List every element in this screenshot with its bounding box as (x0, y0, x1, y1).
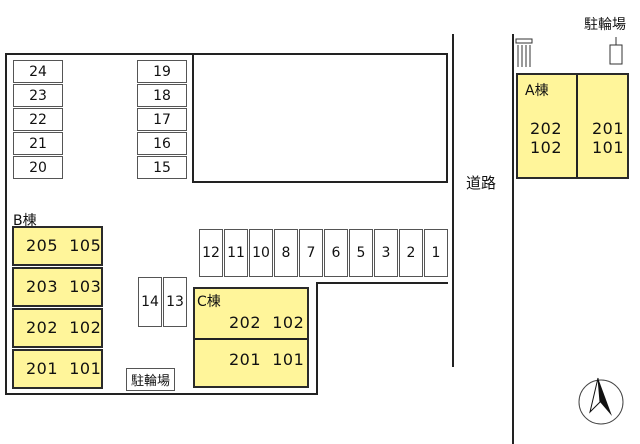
bike-parking-top-label: 駐輪場 (584, 17, 626, 33)
building-a-unit-right: 201 (592, 119, 625, 138)
building-b-floor-block: 201 101 (12, 349, 103, 389)
unit-number: 202 (229, 313, 262, 332)
building-b-unit-row: 201 101 (26, 359, 102, 378)
building-b-floor-block: 205 105 (12, 226, 103, 266)
road-line-west (452, 34, 454, 367)
parking-slot: 12 (199, 229, 223, 277)
unit-number: 102 (272, 313, 305, 332)
parking-slot: 13 (163, 277, 187, 327)
bike-rack-icon (515, 37, 533, 69)
road-label: 道路 (466, 174, 497, 192)
building-b-label: B棟 (13, 213, 37, 229)
building-a: A棟 202 102 201 101 (516, 73, 629, 179)
bike-parking-top-icon (609, 37, 623, 65)
building-b-floor-block: 202 102 (12, 308, 103, 348)
bike-parking-label: 駐輪場 (126, 368, 176, 391)
building-c-unit-row: 202 102 (229, 313, 304, 332)
parking-slot: 23 (13, 84, 63, 107)
parking-slot: 21 (13, 132, 63, 155)
lot-border-top (5, 53, 448, 55)
north-arrow-icon (576, 372, 626, 428)
parking-slot: 22 (13, 108, 63, 131)
building-c-label: C棟 (197, 294, 221, 310)
parking-slot: 1 (424, 229, 448, 277)
parking-slot: 7 (299, 229, 323, 277)
building-a-divider (576, 75, 578, 177)
building-a-unit-left: 102 (530, 138, 563, 157)
building-a-unit-left: 202 (530, 119, 563, 138)
parking-slot: 10 (249, 229, 273, 277)
building-b-floor-block: 203 103 (12, 267, 103, 307)
inner-wall-horizontal (192, 181, 448, 183)
parking-slot: 19 (137, 60, 187, 83)
lot-border-right-upper (446, 53, 448, 183)
parking-slot: 5 (349, 229, 373, 277)
building-a-unit-right: 101 (592, 138, 625, 157)
parking-slot: 18 (137, 84, 187, 107)
building-c-divider (195, 338, 307, 340)
parking-slot: 8 (274, 229, 298, 277)
parking-slot: 20 (13, 156, 63, 179)
road-line-east (512, 34, 514, 444)
parking-slot: 11 (224, 229, 248, 277)
parking-slot: 16 (137, 132, 187, 155)
building-b-unit-row: 205 105 (26, 236, 102, 255)
lot-border-step (316, 282, 448, 284)
lot-border-bottom (5, 393, 318, 395)
parking-slot: 17 (137, 108, 187, 131)
parking-slot: 6 (324, 229, 348, 277)
parking-slot: 3 (374, 229, 398, 277)
building-c-unit-row: 201 101 (229, 350, 304, 369)
parking-slot: 14 (138, 277, 162, 327)
building-b-unit-row: 202 102 (26, 318, 102, 337)
inner-wall-vertical (192, 55, 194, 183)
building-c: C棟 202 102 201 101 (193, 287, 309, 388)
parking-slot: 24 (13, 60, 63, 83)
lot-border-right-lower (316, 282, 318, 395)
building-b-unit-row: 203 103 (26, 277, 102, 296)
lot-border-left (5, 53, 7, 395)
parking-slot: 15 (137, 156, 187, 179)
parking-slot: 2 (399, 229, 423, 277)
building-a-label: A棟 (525, 83, 549, 99)
unit-number: 201 (229, 350, 262, 369)
unit-number: 101 (272, 350, 305, 369)
